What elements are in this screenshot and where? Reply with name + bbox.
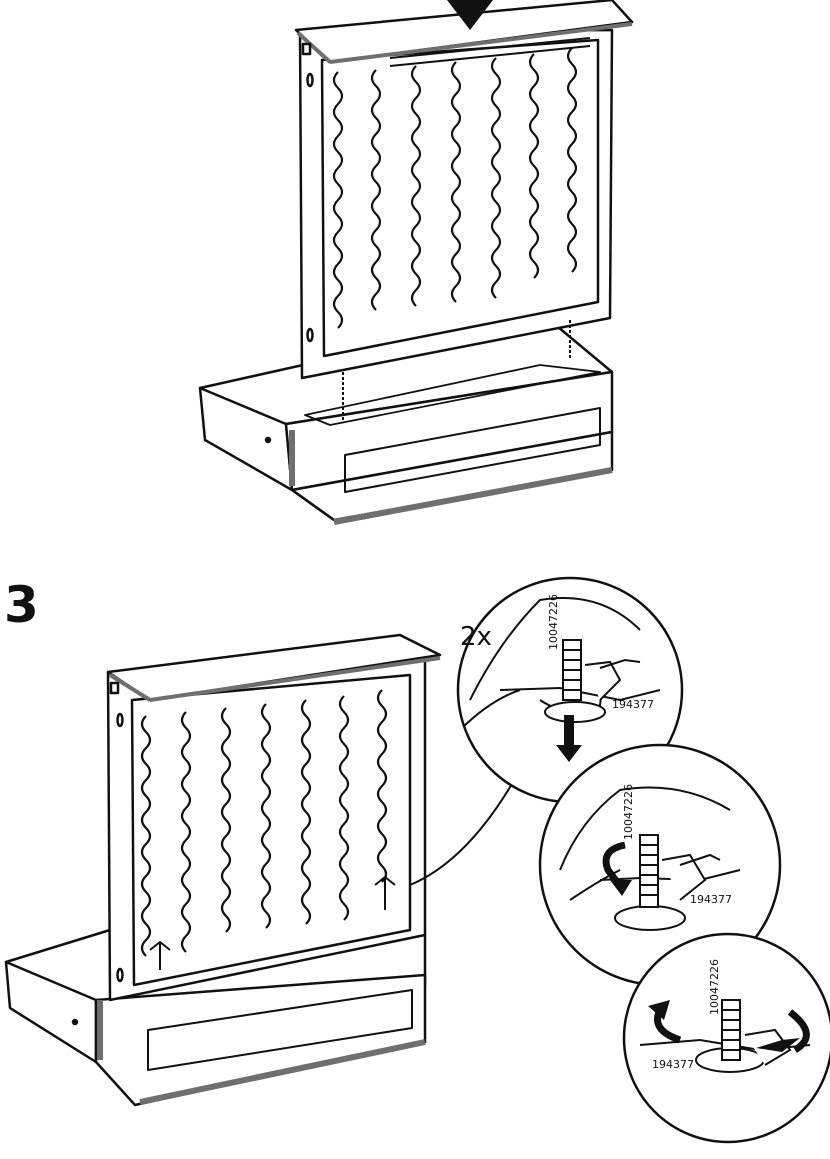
nut-code-label: 194377 <box>612 698 654 711</box>
step-number: 3 <box>4 576 39 634</box>
top-bolts <box>342 320 571 420</box>
top-springs <box>332 47 578 329</box>
detail-circle-3: 10047226 194377 <box>622 932 830 1144</box>
rotate-arrow-icon <box>787 1009 810 1054</box>
backrest-frame <box>294 0 634 380</box>
top-assembly <box>198 0 634 525</box>
bolt-code-label: 10047226 <box>547 594 560 650</box>
rotate-arrow-icon <box>602 841 626 889</box>
quantity-label: 2x <box>460 622 492 652</box>
insert-arrow-icon <box>756 1038 800 1052</box>
bolt-code-label: 10047226 <box>708 959 721 1015</box>
bottom-springs <box>140 689 388 957</box>
base-frame <box>198 310 614 525</box>
down-arrow-icon <box>447 0 493 30</box>
nut-code-label: 194377 <box>652 1058 694 1071</box>
bolt-code-label: 10047226 <box>622 784 635 840</box>
detail-circle-2: 10047226 194377 <box>538 743 782 987</box>
callout-line <box>409 769 521 886</box>
fastener-markers <box>149 876 396 970</box>
nut-code-label: 194377 <box>690 893 732 906</box>
bottom-assembly <box>4 633 521 1107</box>
push-arrow-icon <box>556 715 582 762</box>
